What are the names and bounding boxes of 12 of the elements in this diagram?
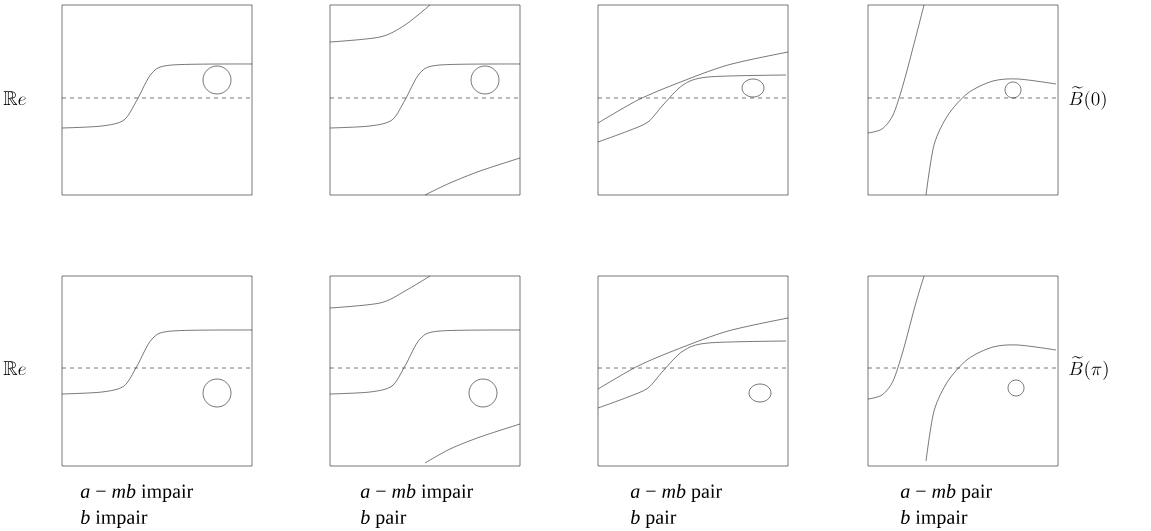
caption: a − mb pair xyxy=(900,483,992,503)
caption: a − mb pair xyxy=(630,483,722,503)
row-label: $\widetilde{B}(\pi)$ xyxy=(1069,356,1108,380)
caption: b impair xyxy=(81,509,148,529)
caption: b pair xyxy=(631,509,677,529)
caption: a − mb impair xyxy=(360,483,474,503)
caption: b pair xyxy=(361,509,407,529)
axis-label: $\mathbb{R}e$ xyxy=(3,361,26,376)
axis-label: $\mathbb{R}e$ xyxy=(3,91,26,106)
caption: a − mb impair xyxy=(80,483,194,503)
caption: b impair xyxy=(901,509,968,529)
row-label: $\widetilde{B}(0)$ xyxy=(1069,86,1106,110)
